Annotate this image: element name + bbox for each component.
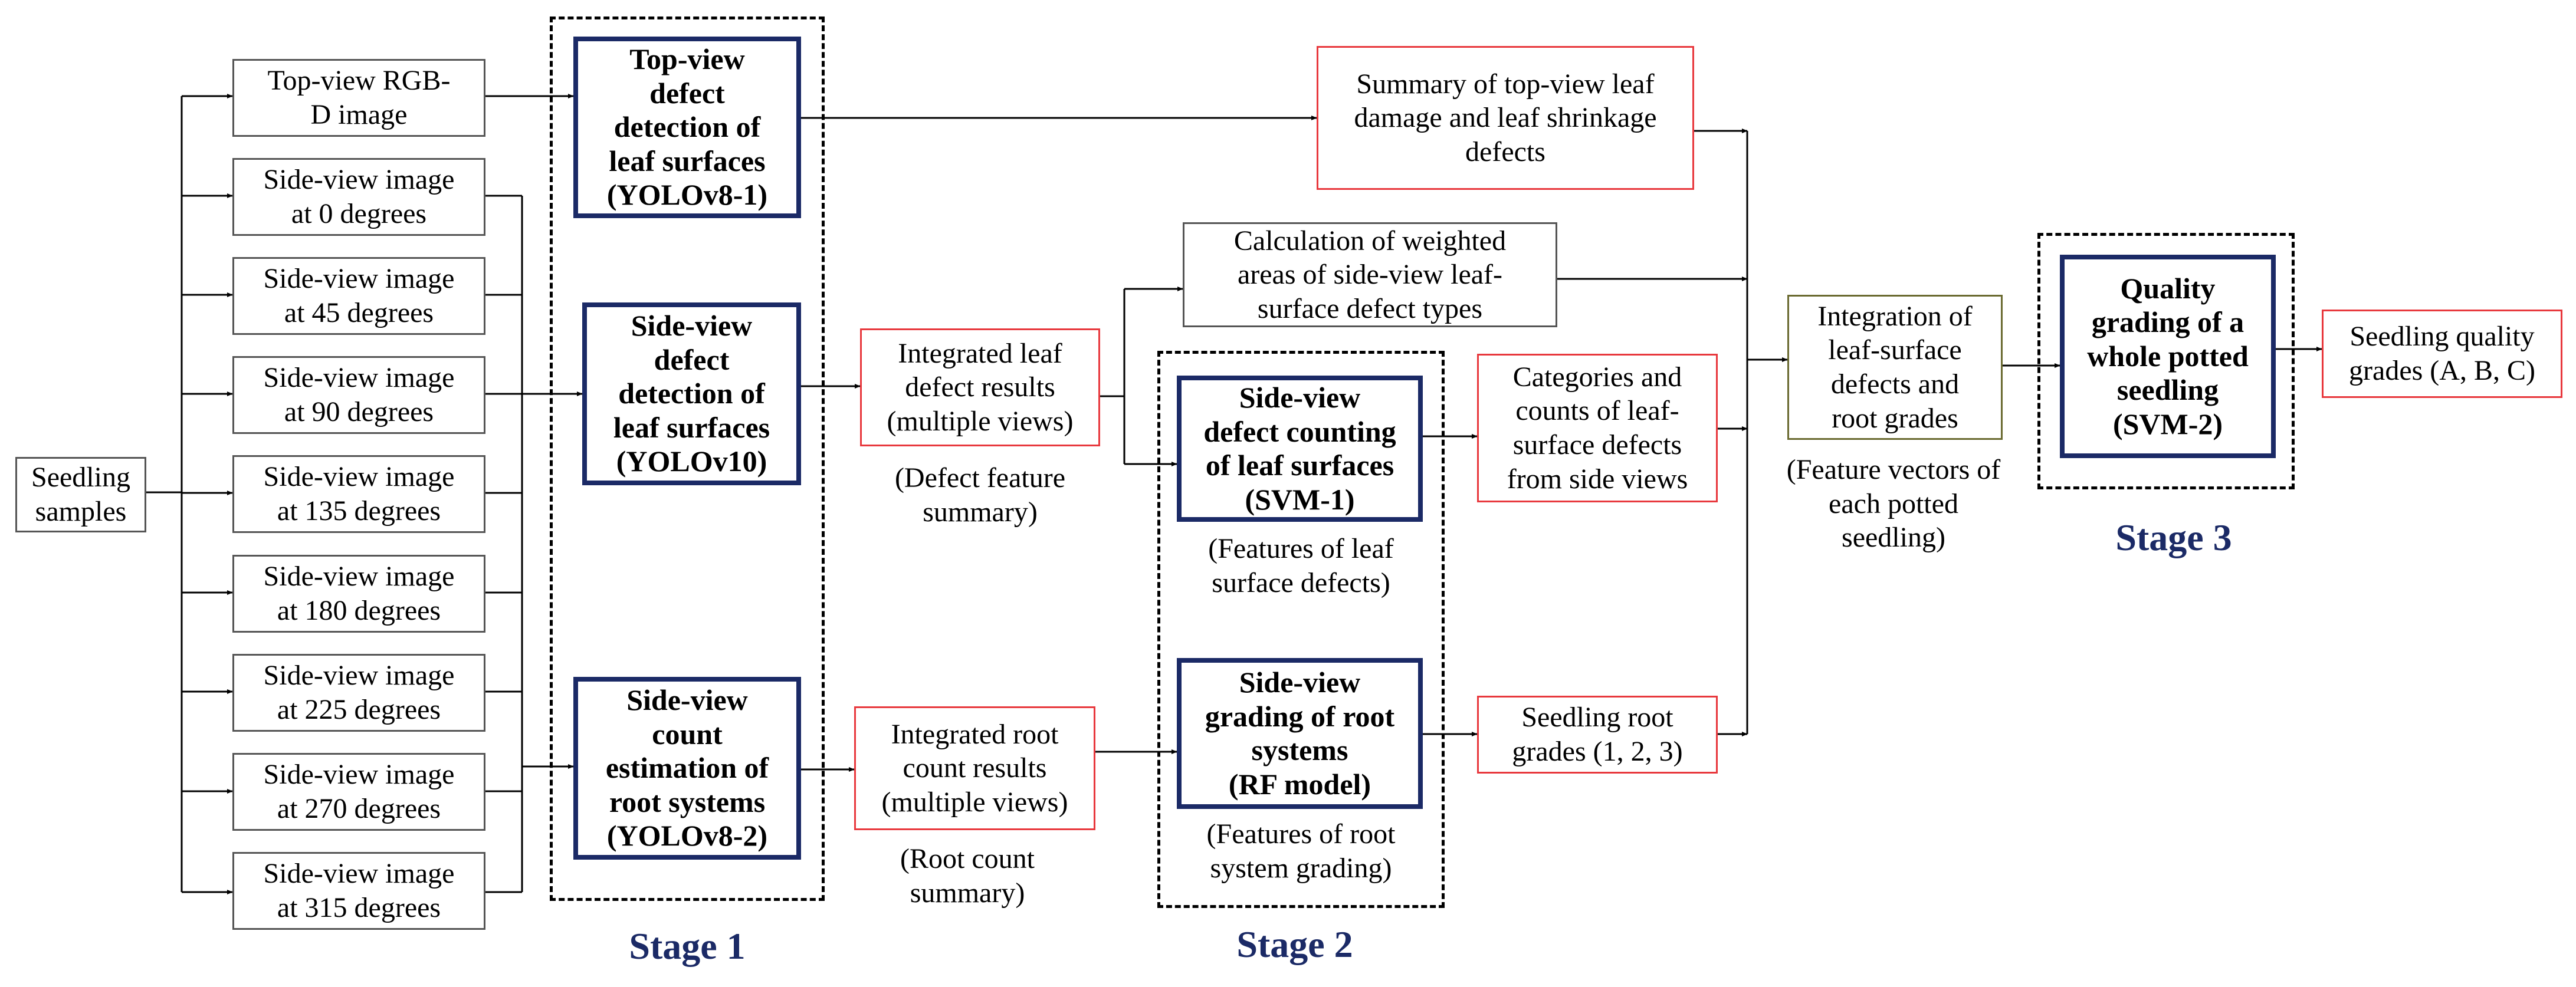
side-view-225-box: Side-view image at 225 degrees [232,654,485,732]
stage-3-label: Stage 3 [2115,516,2232,558]
leaf-defect-features-note: (Features of leaf surface defects) [1208,533,1394,598]
feature-vectors-note: (Feature vectors of each potted seedling… [1786,454,2001,554]
side-view-315-box: Side-view image at 315 degrees [232,852,485,930]
seedling-samples-box: Seedling samples [15,457,146,532]
defect-counting-model: Side-view defect counting of leaf surfac… [1177,376,1423,522]
top-view-detection-model: Top-view defect detection of leaf surfac… [573,37,801,218]
integration-box: Integration of leaf-surface defects and … [1787,295,2003,440]
stage-2-label: Stage 2 [1236,923,1353,965]
integrated-leaf-results-box: Integrated leaf defect results (multiple… [860,328,1100,446]
stage-2-frame [1157,351,1445,908]
weighted-areas-box: Calculation of weighted areas of side-vi… [1183,222,1557,327]
quality-grades-output-box: Seedling quality grades (A, B, C) [2322,310,2562,398]
integrated-root-results-box: Integrated root count results (multiple … [854,706,1095,830]
root-count-estimation-model: Side-view count estimation of root syste… [573,677,801,860]
side-view-180-box: Side-view image at 180 degrees [232,555,485,633]
defect-categories-box: Categories and counts of leaf- surface d… [1477,354,1718,502]
root-grading-features-note: (Features of root system grading) [1206,818,1396,884]
top-view-summary-box: Summary of top-view leaf damage and leaf… [1317,46,1694,190]
root-grades-box: Seedling root grades (1, 2, 3) [1477,696,1718,774]
side-view-270-box: Side-view image at 270 degrees [232,753,485,831]
side-view-90-box: Side-view image at 90 degrees [232,356,485,434]
root-grading-model: Side-view grading of root systems (RF mo… [1177,658,1423,809]
stage-1-frame [550,17,825,901]
root-count-summary-note: (Root count summary) [900,843,1035,909]
quality-grading-model: Quality grading of a whole potted seedli… [2060,255,2276,458]
side-view-detection-model: Side-view defect detection of leaf surfa… [582,302,801,485]
stage-1-label: Stage 1 [629,925,746,967]
side-view-0-box: Side-view image at 0 degrees [232,158,485,236]
stage-3-frame [2037,233,2295,489]
top-view-image-box: Top-view RGB- D image [232,59,485,137]
side-view-135-box: Side-view image at 135 degrees [232,455,485,533]
side-view-45-box: Side-view image at 45 degrees [232,257,485,335]
defect-feature-summary-note: (Defect feature summary) [894,462,1066,528]
